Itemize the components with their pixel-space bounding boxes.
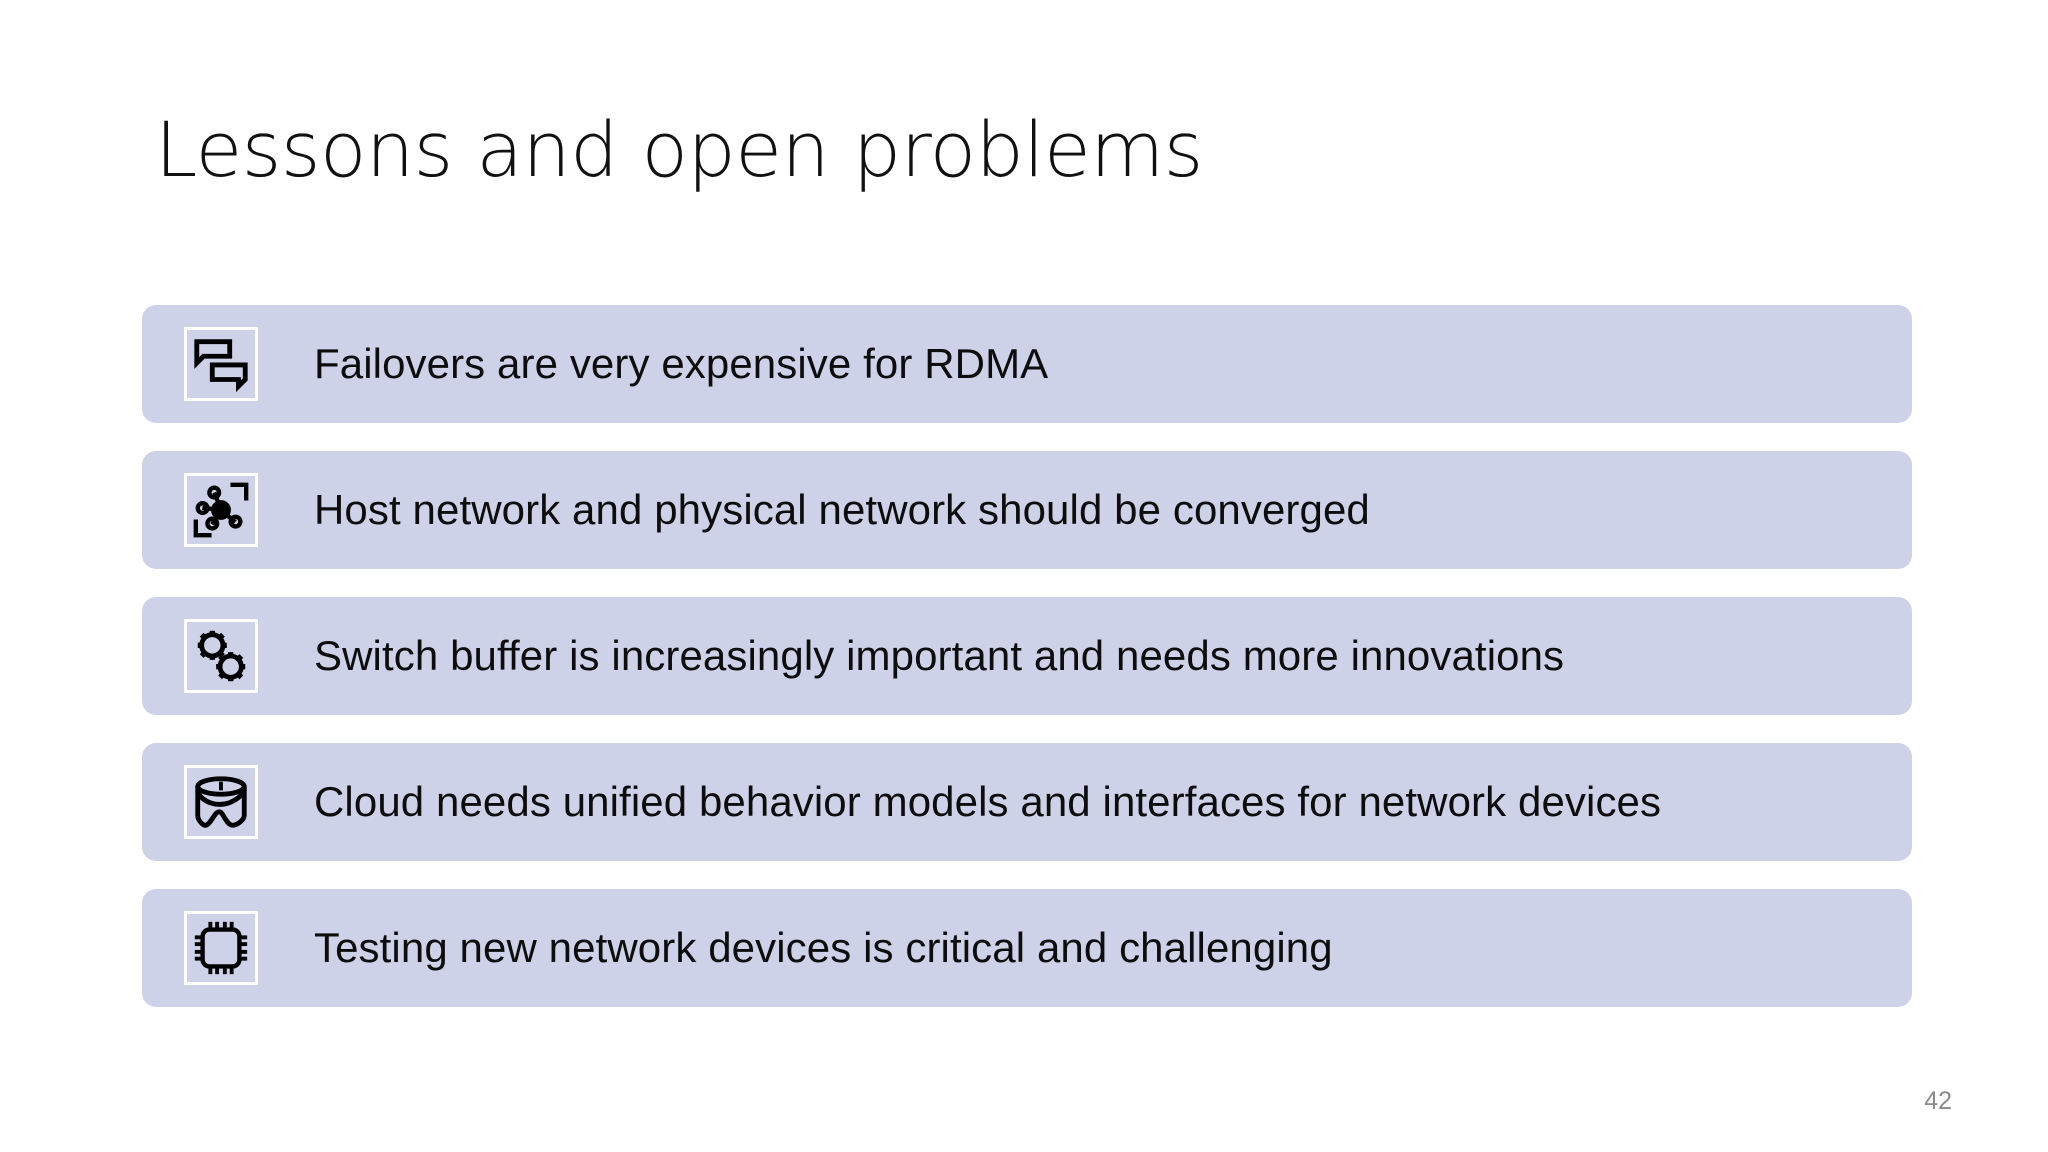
list-item[interactable]: Switch buffer is increasingly important … bbox=[142, 597, 1912, 715]
network-nodes-icon bbox=[184, 473, 258, 547]
list-item-label: Cloud needs unified behavior models and … bbox=[314, 778, 1662, 825]
lessons-list: Failovers are very expensive for RDMA bbox=[142, 305, 1912, 1035]
page-number: 42 bbox=[1924, 1087, 1952, 1115]
list-item[interactable]: Testing new network devices is critical … bbox=[142, 889, 1912, 1007]
cloud-device-icon bbox=[184, 765, 258, 839]
microchip-icon bbox=[184, 911, 258, 985]
list-item[interactable]: Host network and physical network should… bbox=[142, 451, 1912, 569]
list-item-label: Host network and physical network should… bbox=[314, 486, 1370, 533]
chat-bubbles-icon bbox=[184, 327, 258, 401]
gears-icon bbox=[184, 619, 258, 693]
list-item[interactable]: Cloud needs unified behavior models and … bbox=[142, 743, 1912, 861]
list-item-label: Switch buffer is increasingly important … bbox=[314, 632, 1565, 679]
list-item[interactable]: Failovers are very expensive for RDMA bbox=[142, 305, 1912, 423]
page-title: Lessons and open problems bbox=[155, 105, 1203, 194]
list-item-label: Failovers are very expensive for RDMA bbox=[314, 340, 1049, 387]
list-item-label: Testing new network devices is critical … bbox=[314, 924, 1333, 971]
